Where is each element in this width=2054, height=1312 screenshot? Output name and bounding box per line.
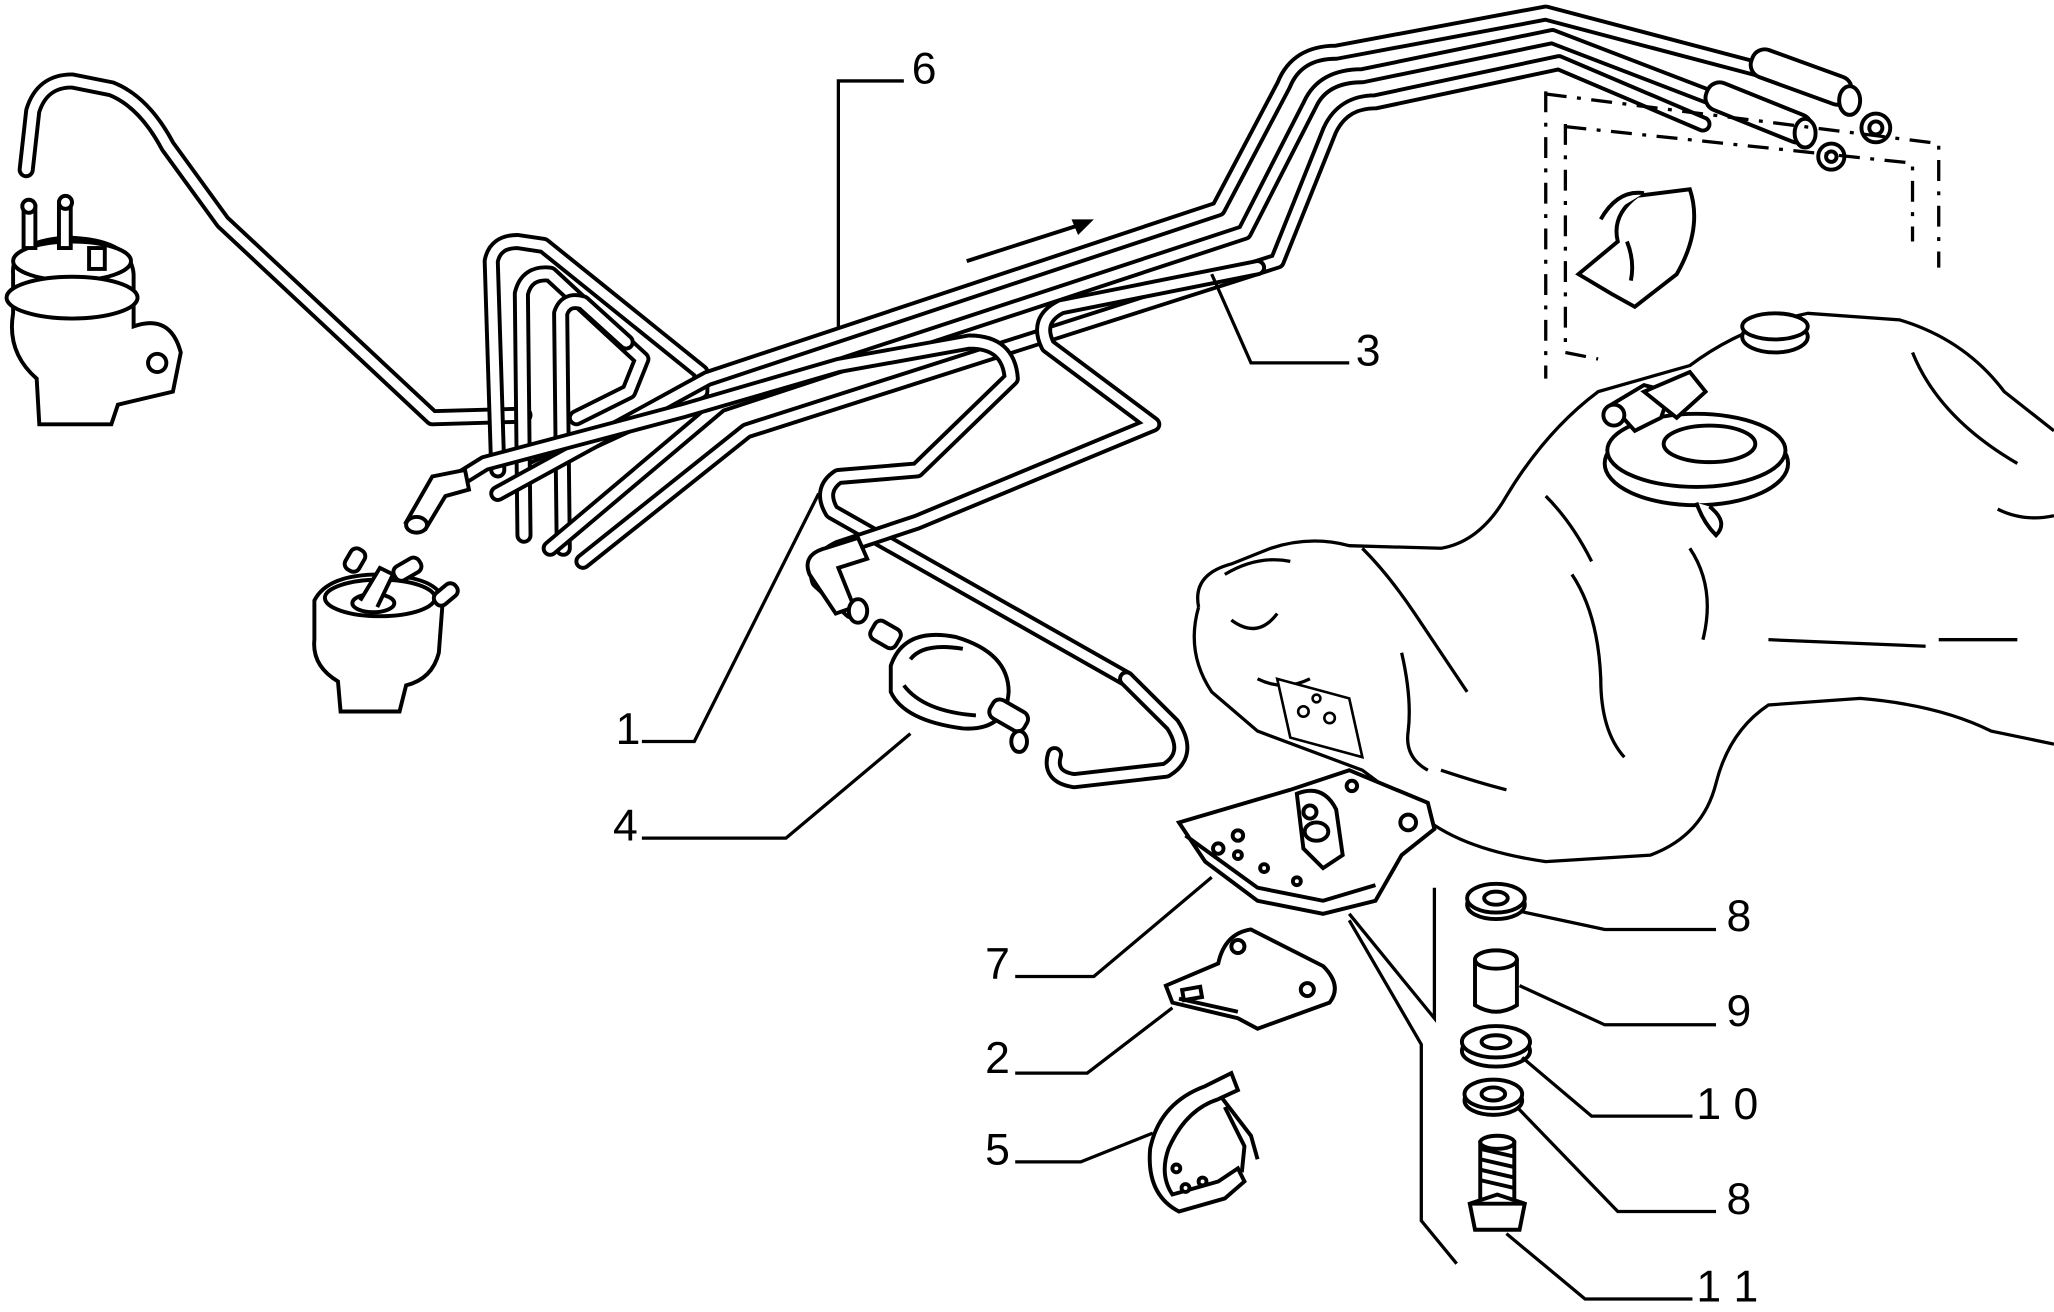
leader-line-9 [1518, 984, 1717, 1027]
fuel-sender-unit [1601, 369, 1791, 539]
detail-outline-box [1544, 91, 1941, 379]
washer-upper [1465, 881, 1527, 922]
flow-direction-arrow [966, 219, 1094, 263]
fuel-pipes [17, 4, 1777, 790]
bundle-elbow-hoses [403, 467, 472, 535]
callout-9: 9 [1727, 987, 1752, 1036]
callout-3: 3 [1356, 327, 1381, 376]
washer-lower [1462, 1077, 1525, 1117]
pump-supply-pipe [17, 72, 533, 427]
leader-line-10 [1521, 1056, 1693, 1118]
callout-4: 4 [613, 802, 638, 851]
mounting-bracket [1175, 768, 1437, 916]
leader-line-1 [641, 492, 821, 744]
filler-neck [1575, 187, 1810, 355]
fuel-filter-housing [312, 546, 460, 714]
fuel-tank [1192, 311, 2054, 864]
leader-line-5 [1015, 1131, 1154, 1164]
assembly-guide-lines [1347, 887, 1458, 1265]
return-loop-pipes [482, 233, 710, 557]
callout-6: 6 [912, 45, 937, 94]
u-pipe-end [1044, 670, 1190, 790]
callout-7: 7 [985, 940, 1010, 989]
callout-8-lower: 8 [1727, 1175, 1752, 1224]
leader-line-3 [1210, 273, 1350, 365]
leader-line-4 [641, 732, 912, 840]
callout-10: 1 0 [1696, 1080, 1758, 1129]
callout-2: 2 [985, 1034, 1010, 1083]
hex-bolt [1467, 1133, 1528, 1232]
elbow-hose [805, 535, 870, 625]
support-plate [1163, 927, 1337, 1031]
leader-lines [641, 79, 1717, 1301]
leader-line-6 [836, 79, 904, 329]
tank-hoses [1703, 47, 1863, 150]
callout-numbers: 6 3 1 4 7 2 5 8 9 1 0 8 1 1 [613, 45, 1758, 1312]
leader-line-8-lower [1515, 1105, 1717, 1214]
inline-fuel-filter [868, 618, 1031, 754]
fuel-pump [4, 193, 183, 427]
callout-1: 1 [616, 705, 641, 754]
hose-clamps [1816, 111, 1893, 172]
leader-line-2 [1015, 1006, 1174, 1075]
leader-line-11 [1505, 1232, 1693, 1301]
tank-mount-holes [1275, 677, 1365, 760]
filter-feed-pipe [423, 333, 1136, 688]
callout-5: 5 [985, 1126, 1010, 1175]
leader-line-7 [1015, 876, 1213, 979]
main-pipe-bundle [489, 4, 1777, 570]
leader-line-8-upper [1519, 909, 1717, 932]
callout-8-upper: 8 [1727, 892, 1752, 941]
callout-11: 1 1 [1696, 1263, 1758, 1312]
spacer-sleeve [1473, 948, 1519, 1014]
pipe-clamp [1147, 1070, 1260, 1214]
rubber-grommet [1459, 1024, 1532, 1069]
